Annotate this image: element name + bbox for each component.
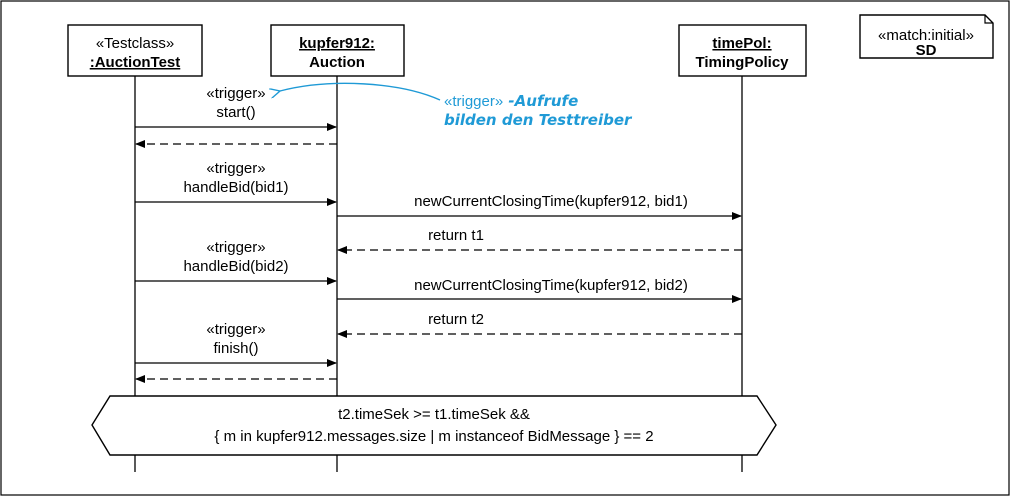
frame-tag: «match:initial» SD	[859, 14, 994, 59]
auction-line1: kupfer912:	[299, 35, 375, 52]
condition-line1: t2.timeSek >= t1.timeSek &&	[338, 406, 530, 423]
msg-handlebid1-label: handleBid(bid1)	[183, 179, 288, 196]
frame-tag-stereotype: «match:initial»	[878, 27, 974, 44]
timingpolicy-line1: timePol:	[712, 35, 771, 52]
lifeline-head-auctiontest: «Testclass» :AuctionTest	[67, 24, 203, 77]
auctiontest-name: :AuctionTest	[90, 54, 181, 71]
annotation-text-2: bilden den Testtreiber	[444, 111, 633, 129]
msg-handlebid2-stereotype: «trigger»	[206, 239, 265, 256]
msg-handlebid1-stereotype: «trigger»	[206, 160, 265, 177]
msg-return-t1-label: return t1	[428, 227, 484, 244]
auction-line2: Auction	[309, 54, 365, 71]
condition-line2: { m in kupfer912.messages.size | m insta…	[214, 428, 653, 445]
timingpolicy-line2: TimingPolicy	[695, 54, 789, 71]
annotation-arrow	[280, 82, 441, 101]
annotation-text-1: -Aufrufe	[503, 92, 578, 110]
msg-return-t2-label: return t2	[428, 311, 484, 328]
lifeline-head-auction: kupfer912: Auction	[270, 24, 405, 77]
msg-closingtime1-label: newCurrentClosingTime(kupfer912, bid1)	[414, 193, 688, 210]
frame-tag-name: SD	[916, 42, 937, 59]
msg-finish-label: finish()	[213, 340, 258, 357]
msg-closingtime2-label: newCurrentClosingTime(kupfer912, bid2)	[414, 277, 688, 294]
msg-start-label: start()	[216, 104, 255, 121]
auctiontest-stereotype: «Testclass»	[96, 35, 174, 52]
msg-handlebid2-label: handleBid(bid2)	[183, 258, 288, 275]
lifeline-head-timingpolicy: timePol: TimingPolicy	[678, 24, 807, 77]
msg-finish-stereotype: «trigger»	[206, 321, 265, 338]
condition-box: t2.timeSek >= t1.timeSek && { m in kupfe…	[91, 395, 777, 456]
msg-start-stereotype: «trigger»	[206, 85, 265, 102]
annotation-stereotype: «trigger»	[444, 93, 503, 110]
annotation-line1: «trigger» -Aufrufe	[444, 92, 578, 110]
